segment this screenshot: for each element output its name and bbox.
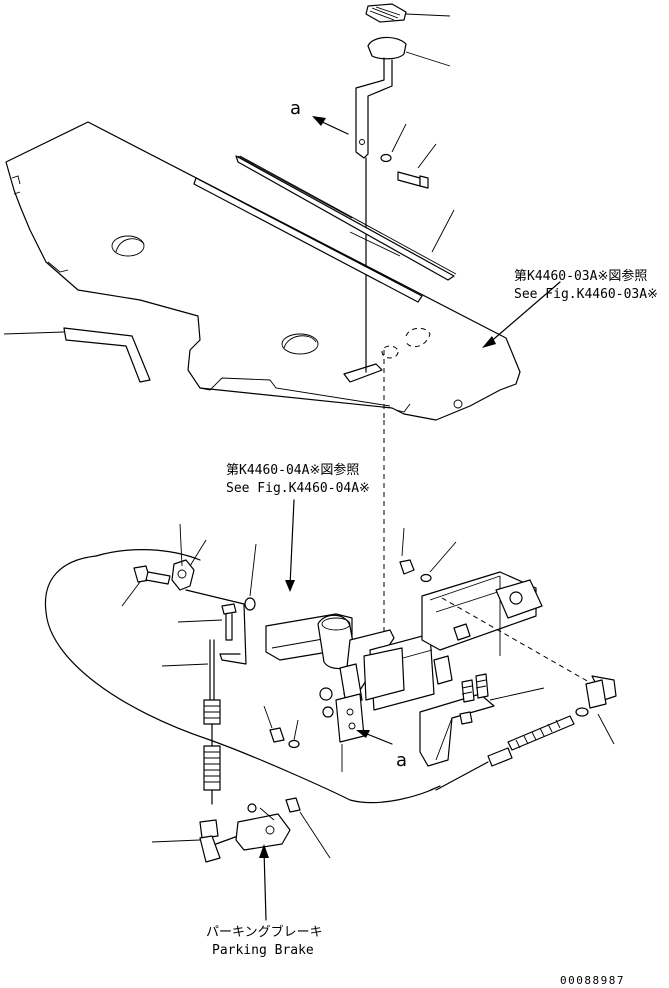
damper-bracket — [419, 673, 545, 767]
pedal-lever — [355, 36, 451, 373]
callout-letter-a-top: a — [290, 98, 301, 119]
washer-and-bolt — [380, 123, 437, 189]
nut-and-washer — [399, 527, 457, 583]
mounting-bracket — [171, 523, 257, 665]
reference-arrow-lower: 第K4460-04A※図参照 See Fig.K4460-04A※ — [226, 462, 370, 592]
reference-lower-en: See Fig.K4460-04A※ — [226, 481, 370, 496]
reference-arrow-upper: 第K4460-03A※図参照 See Fig.K4460-03A※ — [482, 268, 658, 348]
floor-plate — [5, 121, 521, 421]
callout-letter-a-lower: a — [396, 750, 407, 771]
hidden-lines — [381, 327, 431, 660]
direction-arrow-a-top: a — [290, 98, 349, 135]
reference-upper-en: See Fig.K4460-03A※ — [514, 287, 658, 302]
floor-mat-strip — [235, 155, 457, 281]
direction-arrow-a-lower: a — [356, 730, 407, 771]
pedal-pad-top — [365, 3, 451, 23]
parking-brake-label-en: Parking Brake — [212, 943, 314, 958]
parking-brake-label-jp: パーキングブレーキ — [206, 924, 323, 940]
support-rod — [3, 327, 151, 383]
parking-brake-cable — [161, 639, 221, 805]
reference-lower-jp: 第K4460-04A※図参照 — [226, 462, 359, 478]
bolt-left — [121, 565, 171, 607]
pedal-assembly — [265, 571, 543, 743]
bolt-vertical — [177, 603, 237, 641]
cable-right — [435, 597, 617, 791]
nut-and-washer-lower — [263, 705, 343, 772]
cable-clevis — [151, 797, 331, 863]
reference-upper-jp: 第K4460-03A※図参照 — [514, 268, 647, 284]
parking-brake-arrow — [259, 844, 269, 921]
drawing-number: 00088987 — [560, 974, 625, 987]
base-plate — [44, 549, 441, 804]
